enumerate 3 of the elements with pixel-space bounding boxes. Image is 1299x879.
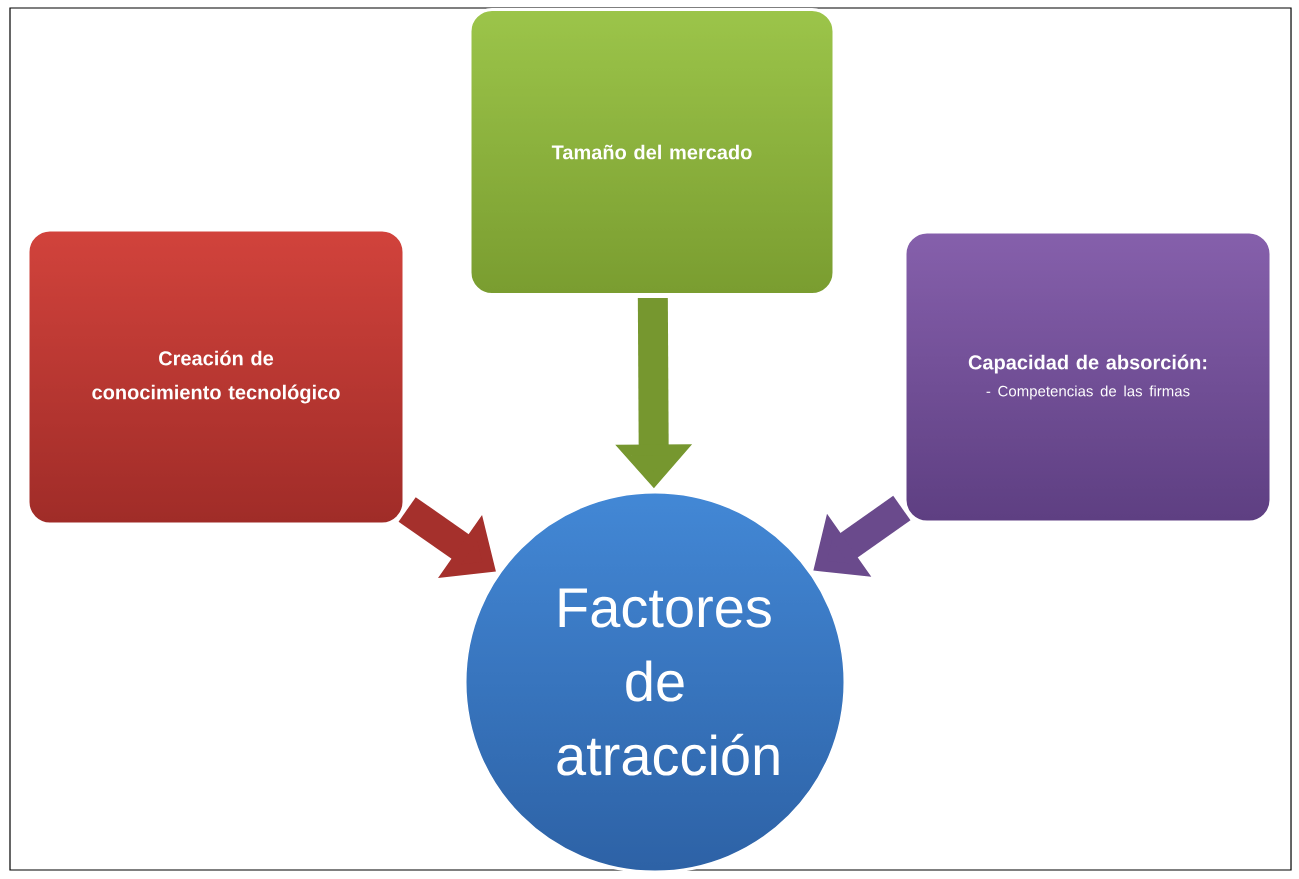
process-box: Creación de conocimiento tecnológico <box>26 228 406 526</box>
process-box: Capacidad de absorción: - Competencias de las firmas <box>903 230 1273 524</box>
market-box: Tamaño del mercado <box>468 8 836 296</box>
